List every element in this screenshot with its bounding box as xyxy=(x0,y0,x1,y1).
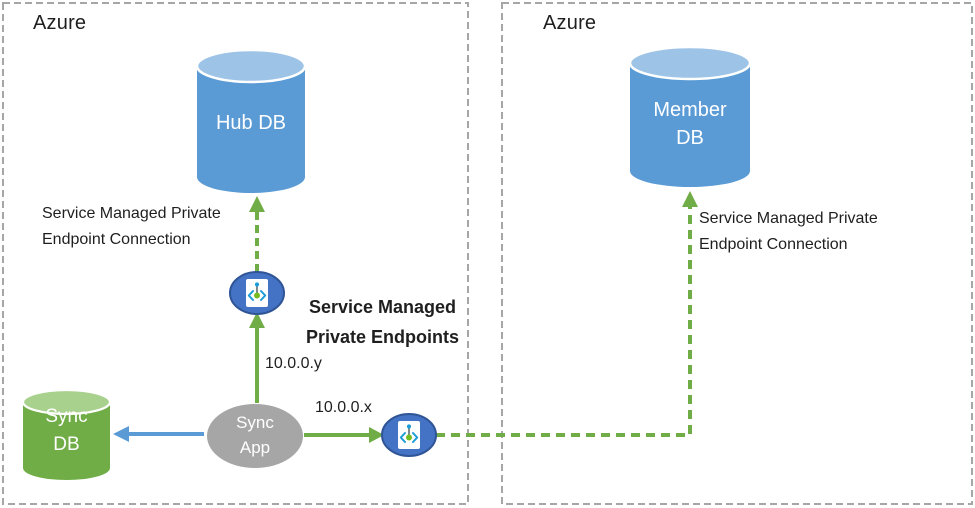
sync-app-label-line2: App xyxy=(239,438,271,457)
sync-app-node xyxy=(207,404,303,468)
ip-label-hub: 10.0.0.y xyxy=(265,355,322,372)
sync-app-label-line1: Sync xyxy=(236,413,274,432)
private-endpoint-node-member xyxy=(381,413,437,457)
sync-db-label-line2: DB xyxy=(53,434,80,455)
sync-app-label: Sync App xyxy=(207,410,303,460)
sync-db-arrow xyxy=(113,426,204,442)
member-connection-label-line1: Service Managed Private xyxy=(699,210,878,227)
ip-label-member: 10.0.0.x xyxy=(315,399,372,416)
member-db-cylinder xyxy=(628,45,752,187)
hub-db-cylinder xyxy=(195,48,307,193)
hub-connection-label-line1: Service Managed Private xyxy=(42,205,221,222)
azure-region-right xyxy=(501,2,973,505)
private-endpoint-icon xyxy=(397,420,421,450)
private-endpoint-icon xyxy=(245,278,269,308)
sync-db-label: Sync DB xyxy=(23,403,110,459)
member-connection-label-line2: Endpoint Connection xyxy=(699,236,848,253)
hub-connection-arrow xyxy=(249,196,265,272)
private-endpoint-node-hub xyxy=(229,271,285,315)
endpoints-title-line1: Service Managed xyxy=(308,297,457,317)
azure-region-right-title: Azure xyxy=(543,12,597,34)
member-db-label-line2: DB xyxy=(676,127,704,149)
member-db-label-line1: Member xyxy=(653,99,727,121)
hub-connection-label: Service Managed Private Endpoint Connect… xyxy=(42,201,257,253)
member-connection-arrow xyxy=(436,191,698,437)
azure-region-left-title: Azure xyxy=(33,12,87,34)
azure-region-left xyxy=(2,2,469,505)
member-connection-label: Service Managed Private Endpoint Connect… xyxy=(699,206,919,258)
sync-db-label-line1: Sync xyxy=(45,406,88,427)
hub-connection-label-line2: Endpoint Connection xyxy=(42,231,191,248)
hub-db-label: Hub DB xyxy=(215,112,287,134)
endpoint-up-arrow xyxy=(249,312,265,403)
endpoints-title-line2: Private Endpoints xyxy=(305,327,460,347)
member-db-label: Member DB xyxy=(630,96,750,152)
endpoint-right-arrow xyxy=(304,427,384,443)
service-managed-private-endpoints-title: Service Managed Private Endpoints xyxy=(285,292,480,352)
sync-db-cylinder xyxy=(21,388,112,480)
